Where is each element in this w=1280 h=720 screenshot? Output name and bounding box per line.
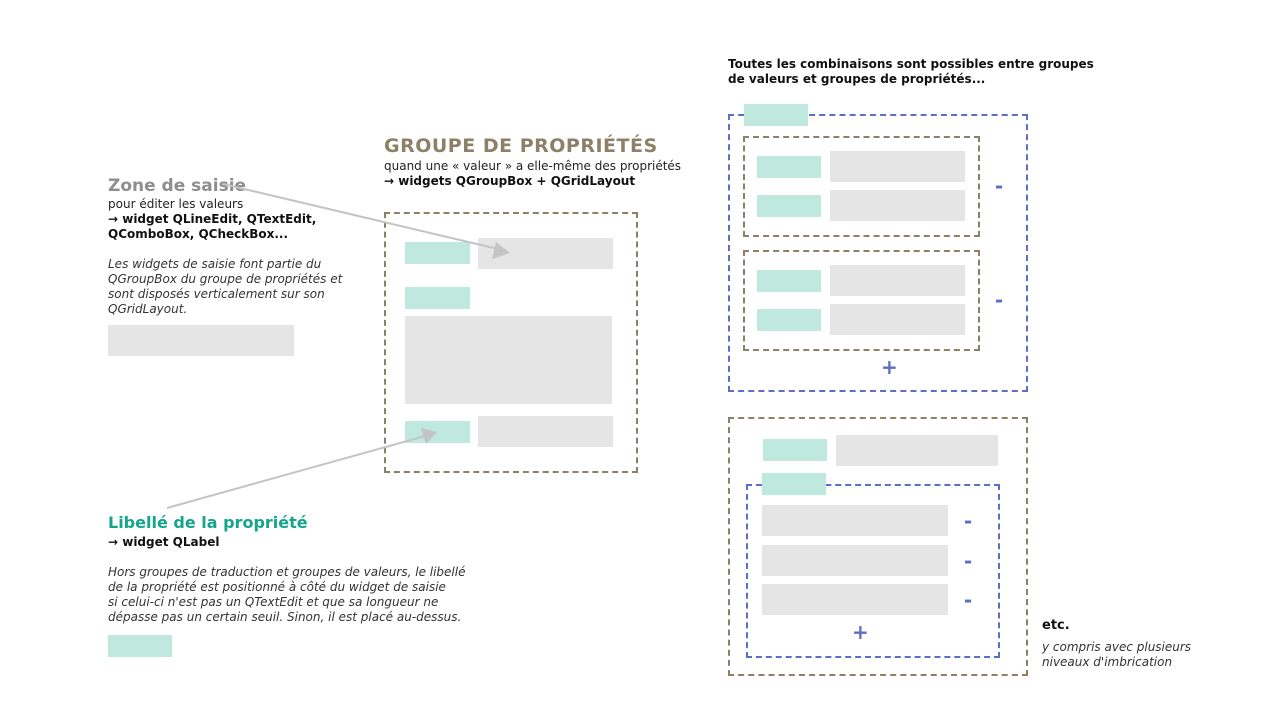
groupe-subtitle: quand une « valeur » a elle-même des pro… xyxy=(384,159,682,173)
nested-property-group-1 xyxy=(743,136,980,237)
nested-label-1a xyxy=(757,156,821,178)
inner-value-field-2 xyxy=(762,545,948,576)
nested-field-1a xyxy=(830,151,965,182)
group-textedit xyxy=(405,316,612,404)
zone-de-saisie-subtitle: pour éditer les valeurs xyxy=(108,197,244,211)
outer-group-field xyxy=(836,435,998,466)
inner-value-group-label xyxy=(762,473,826,495)
group-field-3 xyxy=(478,416,613,447)
etc-title: etc. xyxy=(1042,618,1070,633)
libelle-widgets: → widget QLabel xyxy=(108,535,220,549)
nested-field-1b xyxy=(830,190,965,221)
outer-group-label xyxy=(763,439,827,461)
property-group-box xyxy=(384,212,638,473)
inner-value-group xyxy=(746,484,1000,658)
group-label-1 xyxy=(405,242,470,264)
zone-de-saisie-widgets: → widget QLineEdit, QTextEdit, QComboBox… xyxy=(108,212,317,241)
nested-label-2a xyxy=(757,270,821,292)
libelle-note: Hors groupes de traduction et groupes de… xyxy=(108,565,466,624)
nested-field-2a xyxy=(830,265,965,296)
minus-icon[interactable]: - xyxy=(963,549,973,573)
inner-value-field-1 xyxy=(762,505,948,536)
zone-de-saisie-note: Les widgets de saisie font partie du QGr… xyxy=(108,257,343,316)
plus-icon[interactable]: + xyxy=(881,355,898,379)
sample-label xyxy=(108,635,172,657)
nested-label-1b xyxy=(757,195,821,217)
nested-label-2b xyxy=(757,309,821,331)
value-group-label xyxy=(744,104,808,126)
groupe-title: GROUPE DE PROPRIÉTÉS xyxy=(384,135,658,157)
value-group-box xyxy=(728,114,1028,392)
outer-property-group xyxy=(728,417,1028,676)
group-field-1 xyxy=(478,238,613,269)
minus-icon[interactable]: - xyxy=(963,509,973,533)
groupe-widgets: → widgets QGroupBox + QGridLayout xyxy=(384,174,636,188)
inner-value-field-3 xyxy=(762,584,948,615)
libelle-title: Libellé de la propriété xyxy=(108,513,308,532)
minus-icon[interactable]: - xyxy=(994,174,1004,198)
minus-icon[interactable]: - xyxy=(994,288,1004,312)
etc-note: y compris avec plusieurs niveaux d'imbri… xyxy=(1042,640,1192,669)
nested-property-group-2 xyxy=(743,250,980,351)
nested-field-2b xyxy=(830,304,965,335)
zone-de-saisie-title: Zone de saisie xyxy=(108,176,247,196)
group-label-2 xyxy=(405,287,470,309)
combinations-text: Toutes les combinaisons sont possibles e… xyxy=(728,57,1094,86)
group-label-3 xyxy=(405,421,470,443)
minus-icon[interactable]: - xyxy=(963,588,973,612)
plus-icon[interactable]: + xyxy=(852,620,869,644)
sample-input-field xyxy=(108,325,294,356)
